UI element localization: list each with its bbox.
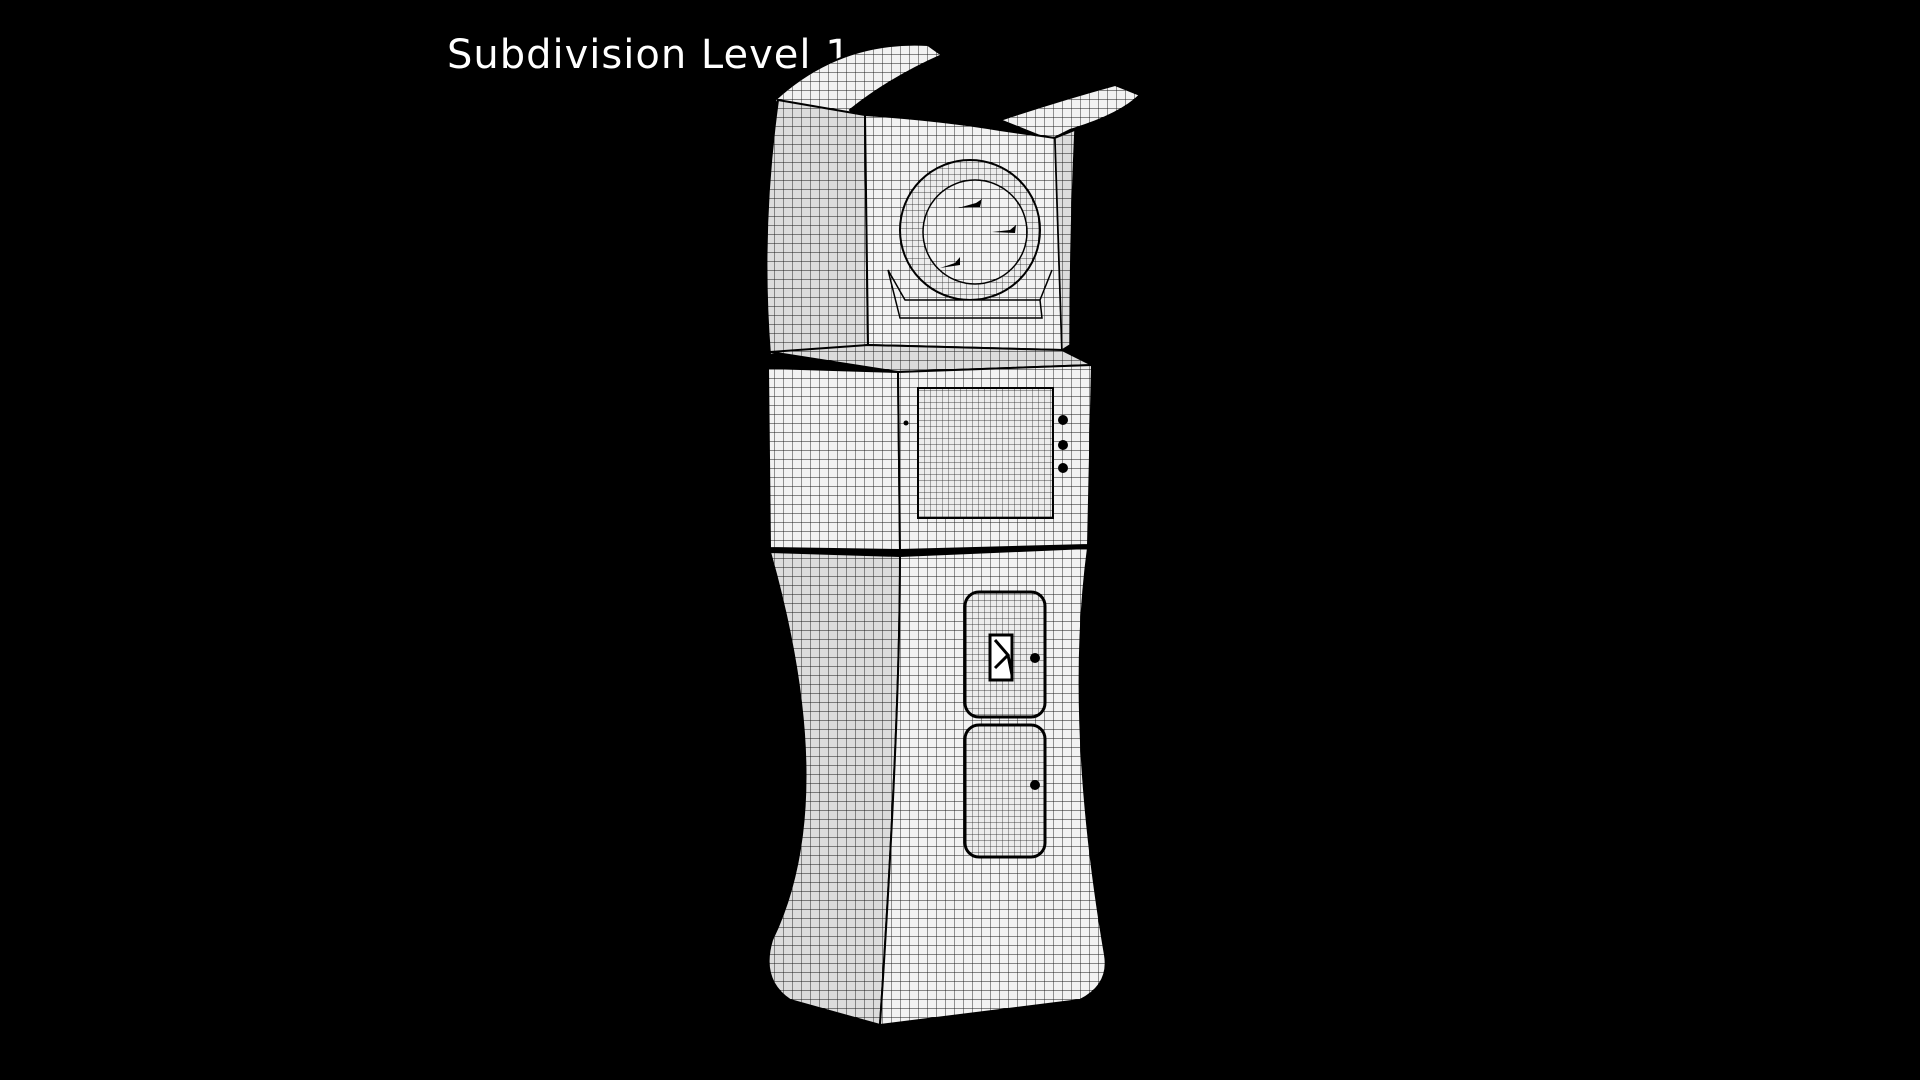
middle-ledge (769, 343, 1093, 374)
subdivision-level-label: Subdivision Level 1 (447, 32, 852, 78)
dart-icon (940, 199, 1016, 268)
dartboard (887, 159, 1053, 319)
score-screen-panel (896, 363, 1094, 552)
middle-cabinet-side (766, 366, 902, 552)
right-handle (997, 83, 1142, 142)
coin-door-lower (963, 723, 1047, 859)
pedestal-base (767, 546, 1107, 1027)
coin-door-upper (963, 590, 1047, 719)
top-cabinet-side (765, 98, 870, 357)
